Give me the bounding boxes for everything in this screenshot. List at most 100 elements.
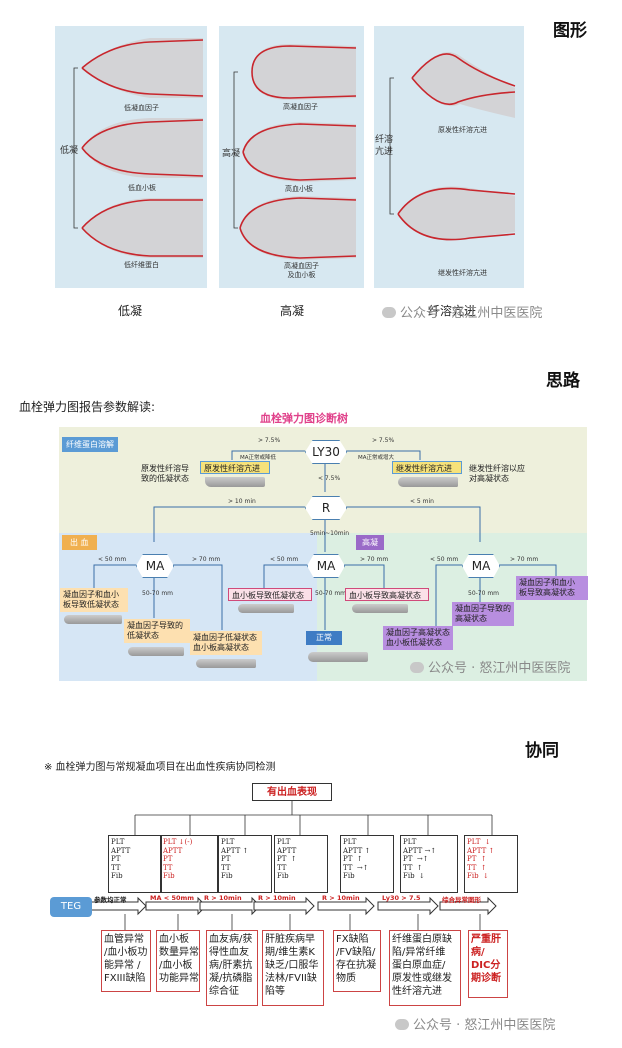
teg-shape-high-both [240,196,356,260]
cond-1: 参数均正常 [94,896,127,904]
result-m2: 血小板导致高凝状态 [345,588,429,601]
result-box-1: 血管异常 /血小板功 能异常 / FXIII缺陷 [101,930,151,992]
ly-right-note: MA正常或增大 [358,455,395,461]
label-high-factor: 高凝血因子 [283,103,318,111]
result-r2: 凝血因子导致的 高凝状态 [452,602,514,626]
result-r3: 凝血因子高凝状态 血小板低凝状态 [383,626,453,650]
watermark-text: 公众号 · 怒江州中医医院 [413,1018,556,1033]
primary-fib-box: 原发性纤溶亢进 [200,461,270,474]
side-label-fib: 纤溶 亢进 [375,135,394,157]
result-box-2: 血小板 数量异常 /血小板 功能异常 [156,930,200,992]
bracket-fib [389,77,394,215]
ma-node-right: MA [462,554,500,578]
watermark-1: 公众号 · 怒江州中医医院 [382,302,542,321]
cond-5: R > 10min [322,894,360,902]
lab-box-1: PLT APTT PT TT Fib [108,835,162,893]
label-low-fibrin: 低纤维蛋白 [124,261,159,269]
thumb-m3 [308,652,368,662]
watermark-text: 公众号 · 怒江州中医医院 [400,306,543,321]
teg-shape-low-platelet [82,118,203,178]
watermark-text: 公众号 · 怒江州中医医院 [428,661,571,676]
label-secondary: 继发性纤溶亢进 [438,269,487,277]
secondary-fib-note: 继发性纤溶以应 对高凝状态 [469,464,525,483]
caption-fib: 纤溶亢进 [427,304,476,318]
caption-high: 高凝 [279,304,304,318]
ma-mid-lt50: < 50 mm [270,556,299,563]
r-left-cond: > 10 min [228,498,256,505]
label-high-both: 高凝血因子 及血小板 [284,262,319,279]
teg-shape-secondary [398,186,515,241]
bracket-high [233,71,238,229]
lab-box-5: PLT APTT ↑ PT ↑ TT →↑ Fib [340,835,394,893]
teg-shape-high-platelet [243,122,356,182]
result-box-4: 肝脏疾病早 期/维生素K 缺乏/口服华 法林/FVII缺 陷等 [262,930,324,1006]
teg-shape-low-factor [82,38,203,98]
result-box-6: 纤维蛋白原缺 陷/异常纤维 蛋白原血症/ 原发性或继发 性纤溶亢进 [389,930,461,1006]
watermark-2: 公众号 · 怒江州中医医院 [410,657,570,676]
r-mid-cond: 5min~10min [310,530,350,537]
ma-left-lt50: < 50 mm [98,556,127,563]
result-l3: 凝血因子低凝状态 血小板高凝状态 [190,631,262,655]
wechat-icon [395,1019,409,1030]
result-r1: 凝血因子和血小 板导致高凝状态 [516,576,588,600]
cond-4: R > 10min [258,894,296,902]
ma-right-gt70: > 70 mm [510,556,539,563]
cond-2: MA < 50mm [150,894,195,902]
section3-heading: 协同 [525,741,559,761]
secondary-fib-box: 继发性纤溶亢进 [392,461,462,474]
cond-7: 综合异常图形 [442,896,481,904]
thumb-secondary [398,477,458,487]
result-box-3: 血友病/获 得性血友 病/肝素抗 凝/抗磷脂 综合征 [206,930,258,1006]
lab-box-6: PLT APTT →↑ PT →↑ TT ↑ Fib ↓ [400,835,458,893]
wechat-icon [410,662,424,673]
tree-lines [93,450,557,630]
side-label-high: 高凝 [222,149,241,159]
thumb-m1 [238,604,294,613]
lab-box-4: PLT APTT PT ↑ TT Fib [274,835,328,893]
band-right-label: 高凝 [356,535,384,550]
ly-mid-cond: < 7.5% [318,475,341,482]
lab-box-2: PLT ↓(-) APTT PT TT Fib [160,835,218,893]
result-box-5: FX缺陷 /FV缺陷/ 存在抗凝 物质 [333,930,381,992]
label-low-platelet: 低血小板 [128,184,156,192]
thumb-l1 [64,615,122,624]
teg-shapes [73,38,516,260]
teg-box: TEG [50,897,92,917]
ma-node-mid: MA [307,554,345,578]
result-m1: 血小板导致低凝状态 [228,588,312,601]
teg-shape-high-factor [252,44,356,100]
result-box-7: 严重肝 病/ DIC分 期诊断 [468,930,508,998]
label-high-platelet: 高血小板 [285,185,313,193]
ma-mid-5070: 50-70 mm [315,590,347,597]
ma-right-lt50: < 50 mm [430,556,459,563]
wechat-icon [382,307,396,318]
label-low-factor: 低凝血因子 [124,104,159,112]
result-m3: 正常 [306,631,342,645]
side-label-low: 低凝 [60,146,79,156]
primary-fib-note: 原发性纤溶导 致的低凝状态 [141,464,189,483]
tree-title: 血栓弹力图诊断树 [260,412,348,425]
section1-heading: 图形 [553,21,587,41]
section2-heading: 思路 [546,371,580,391]
result-l1: 凝血因子和血小 板导致低凝状态 [60,588,128,612]
thumb-l3 [196,659,256,668]
ma-node-left: MA [136,554,174,578]
band-left-label: 出 血 [62,535,97,550]
thumb-l2 [128,647,184,656]
cond-6: Ly30 > 7.5 [382,894,421,902]
ma-mid-gt70: > 70 mm [360,556,389,563]
bracket-low [73,67,78,229]
section3-subtitle: ※ 血栓弹力图与常规凝血项目在出血性疾病协同检测 [44,762,276,773]
ly-left-cond: > 7.5% [258,437,281,444]
r-node: R [305,496,347,520]
r-right-cond: < 5 min [410,498,434,505]
teg-shape-low-fibrin [82,198,203,258]
thumb-m2 [352,604,408,613]
band-top-label: 纤维蛋白溶解 [62,437,118,452]
label-primary: 原发性纤溶亢进 [438,126,487,134]
result-l2: 凝血因子导致的 低凝状态 [124,619,190,643]
top-box: 有出血表现 [252,783,332,801]
thumb-primary [205,477,265,487]
ly30-node: LY30 [305,440,347,464]
